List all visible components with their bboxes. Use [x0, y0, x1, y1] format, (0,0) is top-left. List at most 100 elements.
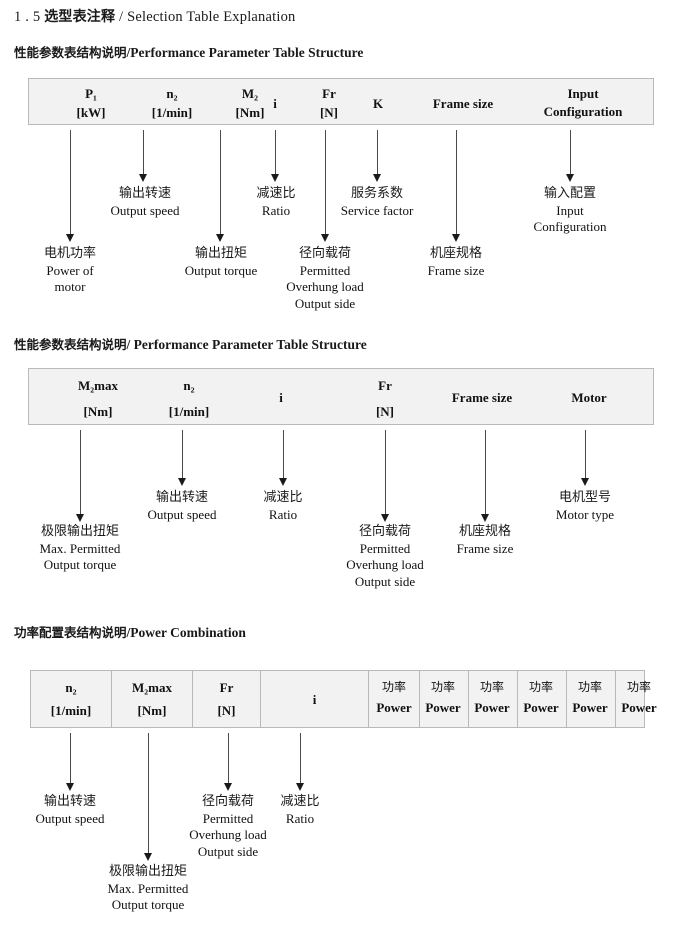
callout-ratio-cn: 减速比: [256, 186, 296, 201]
callout-power-of-motor-en-1: Power of: [46, 262, 94, 278]
header-cell-frame-size: Frame size: [411, 97, 515, 111]
callout-max-permitted-output-torque-cn: 极限输出扭矩: [40, 524, 120, 539]
callout-max-permitted-output-torque-3-en-1: Max. Permitted: [107, 880, 189, 896]
callout-output-speed-3: 输出转速 Output speed: [36, 794, 105, 827]
callout-ratio-en-1: Ratio: [261, 202, 291, 218]
header-cell-p1: P₁ [kW]: [43, 87, 139, 119]
header-cell-fr-line1: Fr: [322, 86, 336, 101]
header-cell-power-6-line2: Power: [621, 699, 657, 715]
table-divider: [468, 671, 469, 727]
header-cell-n2-3-line1: n₂: [65, 680, 77, 695]
header-cell-power-2-line1: 功率: [430, 680, 455, 694]
page-title: 1 . 5 选型表注释 / Selection Table Explanatio…: [14, 6, 296, 26]
header-cell-power-1-line1: 功率: [381, 680, 406, 694]
callout-frame-size-cn: 机座规格: [429, 246, 483, 261]
section-1-title-en: /Performance Parameter Table Structure: [126, 45, 364, 60]
table-divider: [615, 671, 616, 727]
callout-frame-size-2-cn: 机座规格: [458, 524, 512, 539]
section-3-title-en: /Power Combination: [126, 625, 246, 640]
table-divider: [368, 671, 369, 727]
callout-permitted-overhung-load-3-en-3: Output side: [197, 843, 259, 859]
callout-output-speed-2-en-1: Output speed: [147, 506, 217, 522]
header-cell-p1-line1: P₁: [85, 86, 97, 101]
header-cell-n2-2: n₂ [1/min]: [133, 379, 245, 418]
callout-power-of-motor-en-2: motor: [54, 279, 86, 295]
header-cell-power-5-line2: Power: [572, 699, 608, 715]
header-cell-k: K: [354, 97, 402, 111]
section-2-title-cn: 性能参数表结构说明: [14, 337, 127, 352]
callout-service-factor: 服务系数 Service factor: [341, 186, 414, 219]
callout-permitted-overhung-load: 径向载荷 Permitted Overhung load Output side: [286, 246, 364, 313]
section-2-title-en: / Performance Parameter Table Structure: [126, 337, 367, 352]
callout-ratio: 减速比 Ratio: [256, 186, 295, 219]
header-cell-m2-line1: M₂: [241, 86, 259, 101]
callout-permitted-overhung-load-2-en-3: Output side: [354, 573, 416, 589]
callout-output-speed-en-1: Output speed: [110, 202, 180, 218]
header-cell-fr-line2: [N]: [319, 104, 339, 120]
header-cell-frame-size-line1: Frame size: [432, 96, 494, 111]
arrow-output-speed-3: [65, 733, 76, 791]
header-cell-n2-2-line1: n₂: [183, 378, 195, 393]
callout-permitted-overhung-load-2-en-1: Permitted: [359, 540, 411, 556]
header-cell-frame-size-2-line1: Frame size: [451, 390, 513, 405]
header-cell-i-line1: i: [273, 96, 277, 111]
arrow-motor-type: [580, 430, 591, 486]
table-divider: [419, 671, 420, 727]
callout-max-permitted-output-torque-en-2: Output torque: [43, 557, 117, 573]
header-cell-n2-3-line2: [1/min]: [50, 702, 92, 718]
arrow-permitted-overhung-load: [320, 130, 331, 242]
arrow-power-of-motor: [65, 130, 76, 242]
callout-output-speed-2-cn: 输出转速: [155, 490, 208, 505]
arrow-frame-size: [451, 130, 462, 242]
callout-max-permitted-output-torque-3-cn: 极限输出扭矩: [108, 864, 188, 879]
header-cell-power-3-line1: 功率: [479, 680, 504, 694]
header-cell-power-6-line1: 功率: [626, 680, 651, 694]
header-cell-m2max-3-line2: [Nm]: [137, 702, 167, 718]
callout-output-speed-3-cn: 输出转速: [43, 794, 96, 809]
callout-ratio-3-en-1: Ratio: [285, 810, 315, 826]
callout-service-factor-cn: 服务系数: [350, 186, 404, 201]
callout-frame-size: 机座规格 Frame size: [428, 246, 485, 279]
header-cell-fr-3: Fr [N]: [193, 681, 260, 717]
callout-ratio-2: 减速比 Ratio: [263, 490, 302, 523]
arrow-frame-size-2: [480, 430, 491, 522]
callout-power-of-motor: 电机功率 Power of motor: [44, 246, 96, 296]
arrow-ratio-3: [295, 733, 306, 791]
callout-max-permitted-output-torque-en-1: Max. Permitted: [39, 540, 121, 556]
callout-input-configuration-en-2: Configuration: [533, 219, 607, 235]
header-cell-fr-2: Fr [N]: [357, 379, 413, 418]
header-cell-i-3-line1: i: [312, 692, 317, 707]
performance-parameter-table-2: M₂max [Nm] n₂ [1/min] i Fr [N] Frame siz…: [28, 368, 654, 425]
table-divider: [260, 671, 261, 727]
header-cell-m2max-3-line1: M₂max: [132, 680, 172, 695]
table-divider: [517, 671, 518, 727]
callout-output-speed-2: 输出转速 Output speed: [148, 490, 217, 523]
header-cell-fr-2-line1: Fr: [378, 378, 392, 393]
header-cell-power-3-line2: Power: [474, 699, 510, 715]
header-cell-i-3: i: [261, 693, 368, 707]
callout-permitted-overhung-load-2: 径向载荷 Permitted Overhung load Output side: [346, 524, 424, 591]
header-cell-power-4: 功率 Power: [516, 681, 566, 714]
header-cell-input-configuration: Input Configuration: [515, 87, 651, 118]
arrow-output-speed-2: [177, 430, 188, 486]
callout-motor-type: 电机型号 Motor type: [556, 490, 614, 523]
header-cell-n2-line1: n₂: [166, 86, 178, 101]
callout-output-speed: 输出转速 Output speed: [111, 186, 180, 219]
callout-ratio-2-en-1: Ratio: [268, 506, 298, 522]
header-cell-frame-size-2: Frame size: [429, 391, 535, 405]
header-cell-p1-line2: [kW]: [76, 104, 106, 120]
callout-frame-size-2: 机座规格 Frame size: [457, 524, 514, 557]
callout-permitted-overhung-load-3-en-2: Overhung load: [189, 827, 267, 843]
header-cell-m2: M₂ [Nm]: [197, 87, 303, 119]
callout-ratio-3: 减速比 Ratio: [280, 794, 319, 827]
header-cell-k-line1: K: [372, 96, 384, 111]
arrow-input-configuration: [565, 130, 576, 182]
header-cell-input-configuration-line2: Configuration: [543, 103, 623, 119]
callout-permitted-overhung-load-3-en-1: Permitted: [202, 810, 254, 826]
page-title-separator: /: [119, 9, 124, 25]
callout-service-factor-en-1: Service factor: [340, 202, 414, 218]
page-title-en: Selection Table Explanation: [127, 9, 296, 25]
header-cell-motor: Motor: [539, 391, 639, 405]
header-cell-m2max: M₂max [Nm]: [43, 379, 153, 418]
